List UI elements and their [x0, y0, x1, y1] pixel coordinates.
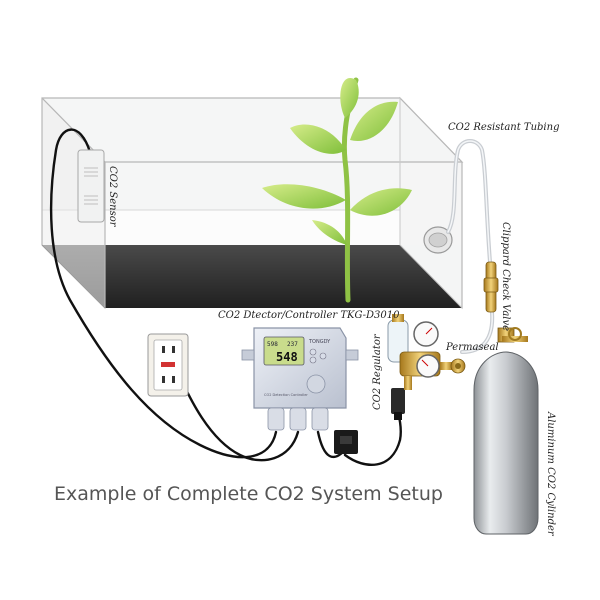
co2-diffuser — [423, 226, 453, 254]
plant-illustration — [262, 77, 412, 303]
co2-controller: 598 237 548 TONGDY CO2 Detection Control… — [241, 327, 359, 431]
lcd-top-left: 598 — [267, 341, 278, 348]
co2-regulator — [387, 314, 441, 420]
model-text: CO2 Detection Controller — [264, 393, 308, 397]
diagram-caption: Example of Complete CO2 System Setup — [54, 483, 443, 505]
label-co2-sensor: CO2 Sensor — [107, 166, 118, 228]
co2-tubing — [446, 139, 495, 354]
label-controller: CO2 Dtector/Controller TKG-D3010 — [218, 310, 400, 321]
co2-cylinder — [473, 327, 539, 535]
controller-button-right — [319, 352, 327, 360]
controller-button-down — [309, 356, 317, 364]
cables — [49, 128, 403, 467]
controller-button-up — [309, 348, 317, 356]
check-valve — [483, 261, 499, 313]
label-cylinder: Aluminum CO2 Cylinder — [545, 411, 556, 537]
sensor-vent — [306, 374, 326, 394]
co2-sensor — [77, 149, 105, 223]
power-adapter — [334, 430, 358, 454]
lcd-display — [263, 336, 305, 366]
permaseal-fitting — [440, 358, 466, 374]
brand-logo-text: TONGDY — [308, 339, 331, 345]
lcd-main-reading: 548 — [276, 350, 298, 364]
wall-outlet — [147, 333, 189, 397]
lcd-top-right: 237 — [287, 341, 298, 348]
label-permaseal: Permaseal — [445, 342, 499, 353]
label-regulator: CO2 Regulator — [372, 333, 383, 410]
tank-floor — [42, 245, 462, 308]
label-resistant-tubing: CO2 Resistant Tubing — [448, 122, 559, 133]
label-check-valve: Clippard Check Valve — [500, 222, 511, 331]
